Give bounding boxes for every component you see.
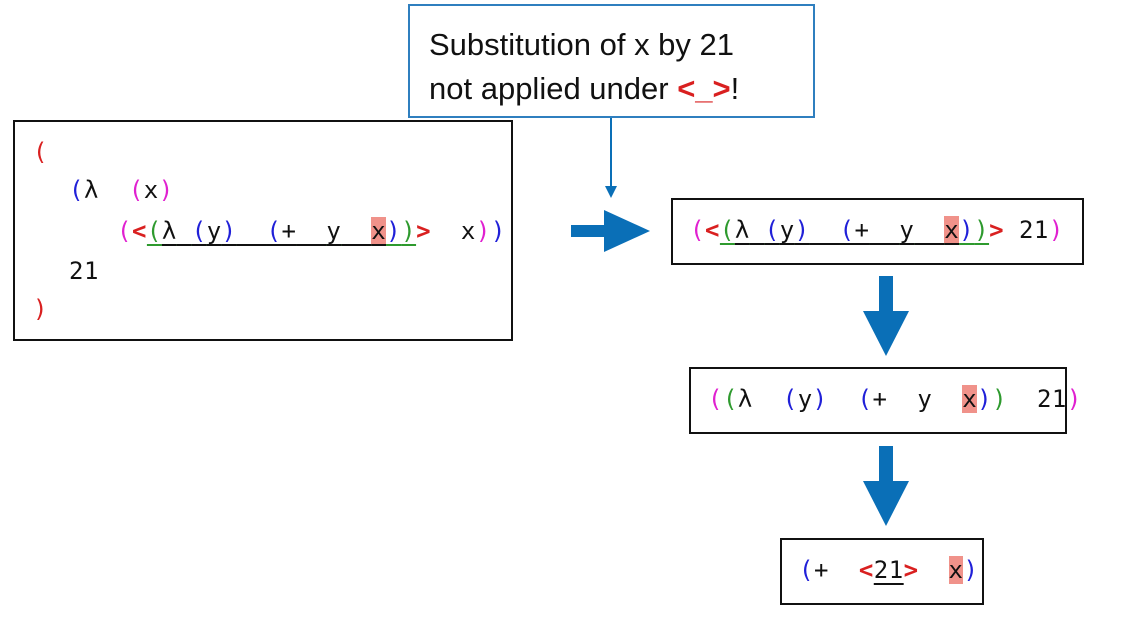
callout-line-1: Substitution of x by 21 — [429, 27, 735, 62]
expr-line-4: 21 — [69, 257, 99, 285]
callout-line-2-suffix: ! — [730, 71, 740, 106]
highlighted-x: x — [948, 556, 964, 584]
outer-close-paren: ) — [33, 295, 48, 323]
right-arrow-icon — [571, 210, 650, 252]
step-1-expression: (<(λ (y) (+ y x))> 21) — [690, 216, 1064, 244]
quoted-lambda: (λ (y) (+ y x)) — [146, 217, 417, 245]
step-3-expression-box: (+ <21> x) — [780, 538, 984, 605]
lambda-symbol: λ — [83, 176, 99, 204]
highlighted-x: x — [962, 385, 978, 413]
expr-line-5: ) — [33, 295, 48, 323]
expr-line-1: ( — [33, 138, 48, 166]
step-2-expression: ((λ (y) (+ y x)) 21) — [708, 385, 1082, 413]
original-expression-box: ( (λ (x) (<(λ (y) (+ y x))> x)) 21 ) — [13, 120, 513, 341]
step-2-expression-box: ((λ (y) (+ y x)) 21) — [689, 367, 1081, 434]
quoted-21: 21 — [873, 556, 904, 584]
expr-line-3: (<(λ (y) (+ y x))> x)) — [117, 217, 506, 245]
highlighted-x: x — [944, 216, 960, 244]
down-arrow-icon-1 — [863, 276, 909, 356]
callout-box: Substitution of x by 21 not applied unde… — [408, 4, 815, 118]
callout-line-2-prefix: not applied under — [429, 71, 678, 106]
step-3-expression: (+ <21> x) — [799, 556, 979, 584]
hole-close: > — [416, 217, 432, 245]
down-arrow-icon-2 — [863, 446, 909, 526]
param-x: x — [143, 176, 159, 204]
step-1-expression-box: (<(λ (y) (+ y x))> 21) — [671, 198, 1084, 265]
highlighted-x: x — [371, 217, 387, 245]
argument-21: 21 — [69, 257, 99, 285]
callout-line-2: not applied under <_>! — [429, 67, 813, 111]
outer-open-paren: ( — [33, 138, 48, 166]
callout-hole-notation: <_> — [677, 71, 731, 106]
hole-open: < — [131, 217, 147, 245]
callout-pointer-arrow — [605, 118, 617, 198]
expr-line-2: (λ (x) — [69, 176, 174, 204]
